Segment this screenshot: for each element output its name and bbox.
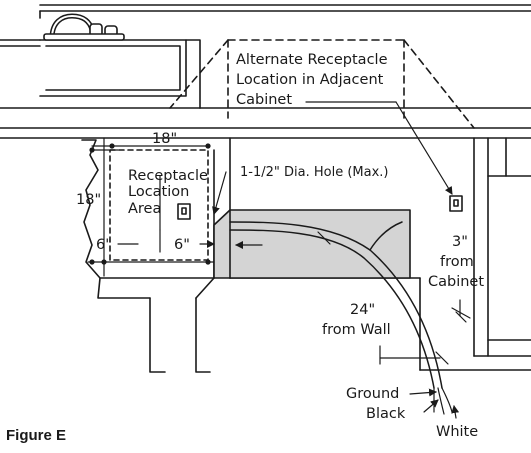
faucet-icon	[43, 13, 125, 41]
dimension-bottom-right-label: 6"	[174, 237, 190, 253]
alternate-receptacle-label-line1: Alternate Receptacle	[236, 52, 388, 68]
from-wall-dimension	[317, 231, 471, 365]
from-wall-label-line2: from Wall	[322, 322, 391, 338]
alternate-receptacle-label-line2: Location in Adjacent	[236, 72, 384, 88]
receptacle-location-area	[109, 149, 209, 261]
countertop	[0, 4, 531, 139]
dimension-lines	[87, 137, 215, 277]
sink	[0, 39, 201, 109]
adjacent-cabinet-outline	[169, 39, 475, 129]
ground-label: Ground	[346, 386, 399, 402]
from-cabinet-label-line2: from	[440, 254, 474, 270]
figure-label: Figure E	[6, 427, 66, 444]
white-label: White	[436, 424, 478, 440]
receptacle-label-line1: Receptacle	[128, 168, 208, 184]
black-label: Black	[366, 406, 406, 422]
from-cabinet-label-line3: Cabinet	[428, 274, 484, 290]
receptacle-label-line2: Location	[128, 184, 189, 200]
dimension-top-label: 18"	[152, 131, 177, 147]
hole-area	[213, 209, 411, 279]
dimension-left-label: 18"	[76, 192, 101, 208]
alternate-receptacle-label-line3: Cabinet	[236, 92, 292, 108]
from-wall-label-line1: 24"	[350, 302, 375, 318]
hole-label: 1-1/2" Dia. Hole (Max.)	[240, 165, 388, 180]
receptacle-outlet-icon	[177, 203, 191, 220]
dimension-bottom-left-label: 6"	[96, 237, 112, 253]
alternate-receptacle-outlet-icon	[449, 195, 463, 212]
from-cabinet-label-line1: 3"	[452, 234, 468, 250]
receptacle-label-line3: Area	[128, 201, 161, 217]
